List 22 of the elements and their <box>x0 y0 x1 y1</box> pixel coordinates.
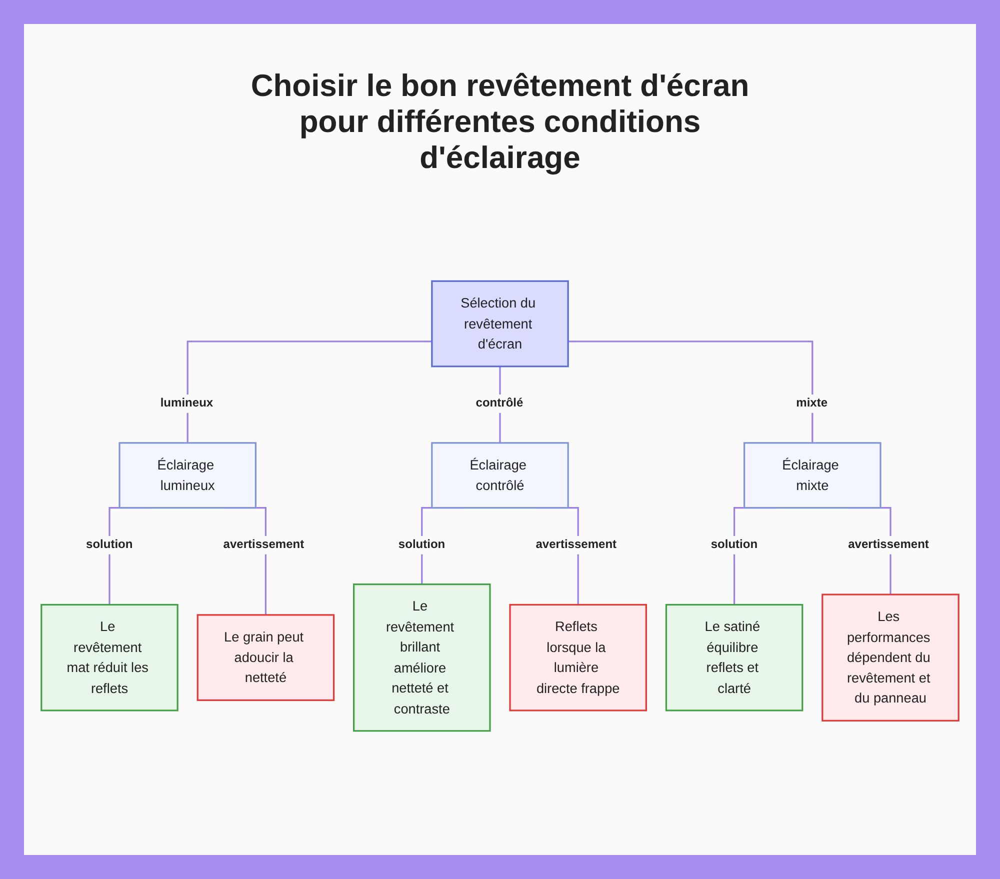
connector <box>186 340 432 443</box>
node-box: Éclairage mixte <box>744 442 882 509</box>
node-box: Le grain peut adoucir la netteté <box>196 614 335 702</box>
edge-label: solution <box>710 537 758 552</box>
node-box: Éclairage contrôlé <box>431 442 569 509</box>
edge-label: contrôlé <box>476 396 524 410</box>
edge-label: solution <box>86 537 133 552</box>
edge-label: avertissement <box>536 537 617 552</box>
node-box: Le revêtement brillant améliore netteté et contraste <box>353 584 491 732</box>
connector <box>568 340 814 443</box>
node-box: Le revêtement mat réduit les reflets <box>40 604 178 712</box>
edge-label: solution <box>398 537 446 552</box>
edge-label: lumineux <box>160 396 214 410</box>
diagram-title: Choisir le bon revêtement d'écran pour différentes conditions d'éclairage <box>250 68 750 176</box>
edge-label: avertissement <box>223 537 304 552</box>
edge-label: avertissement <box>848 537 929 552</box>
node-box: Les performances dépendent du revêtement et du panneau <box>822 594 960 722</box>
node-box: Reflets lorsque la lumière directe frappe <box>509 604 647 712</box>
edge-label: mixte <box>796 396 828 410</box>
node-box: Sélection du revêtement d'écran <box>431 280 569 368</box>
node-box: Éclairage lumineux <box>118 442 256 509</box>
node-box: Le satiné équilibre reflets et clarté <box>665 604 804 712</box>
